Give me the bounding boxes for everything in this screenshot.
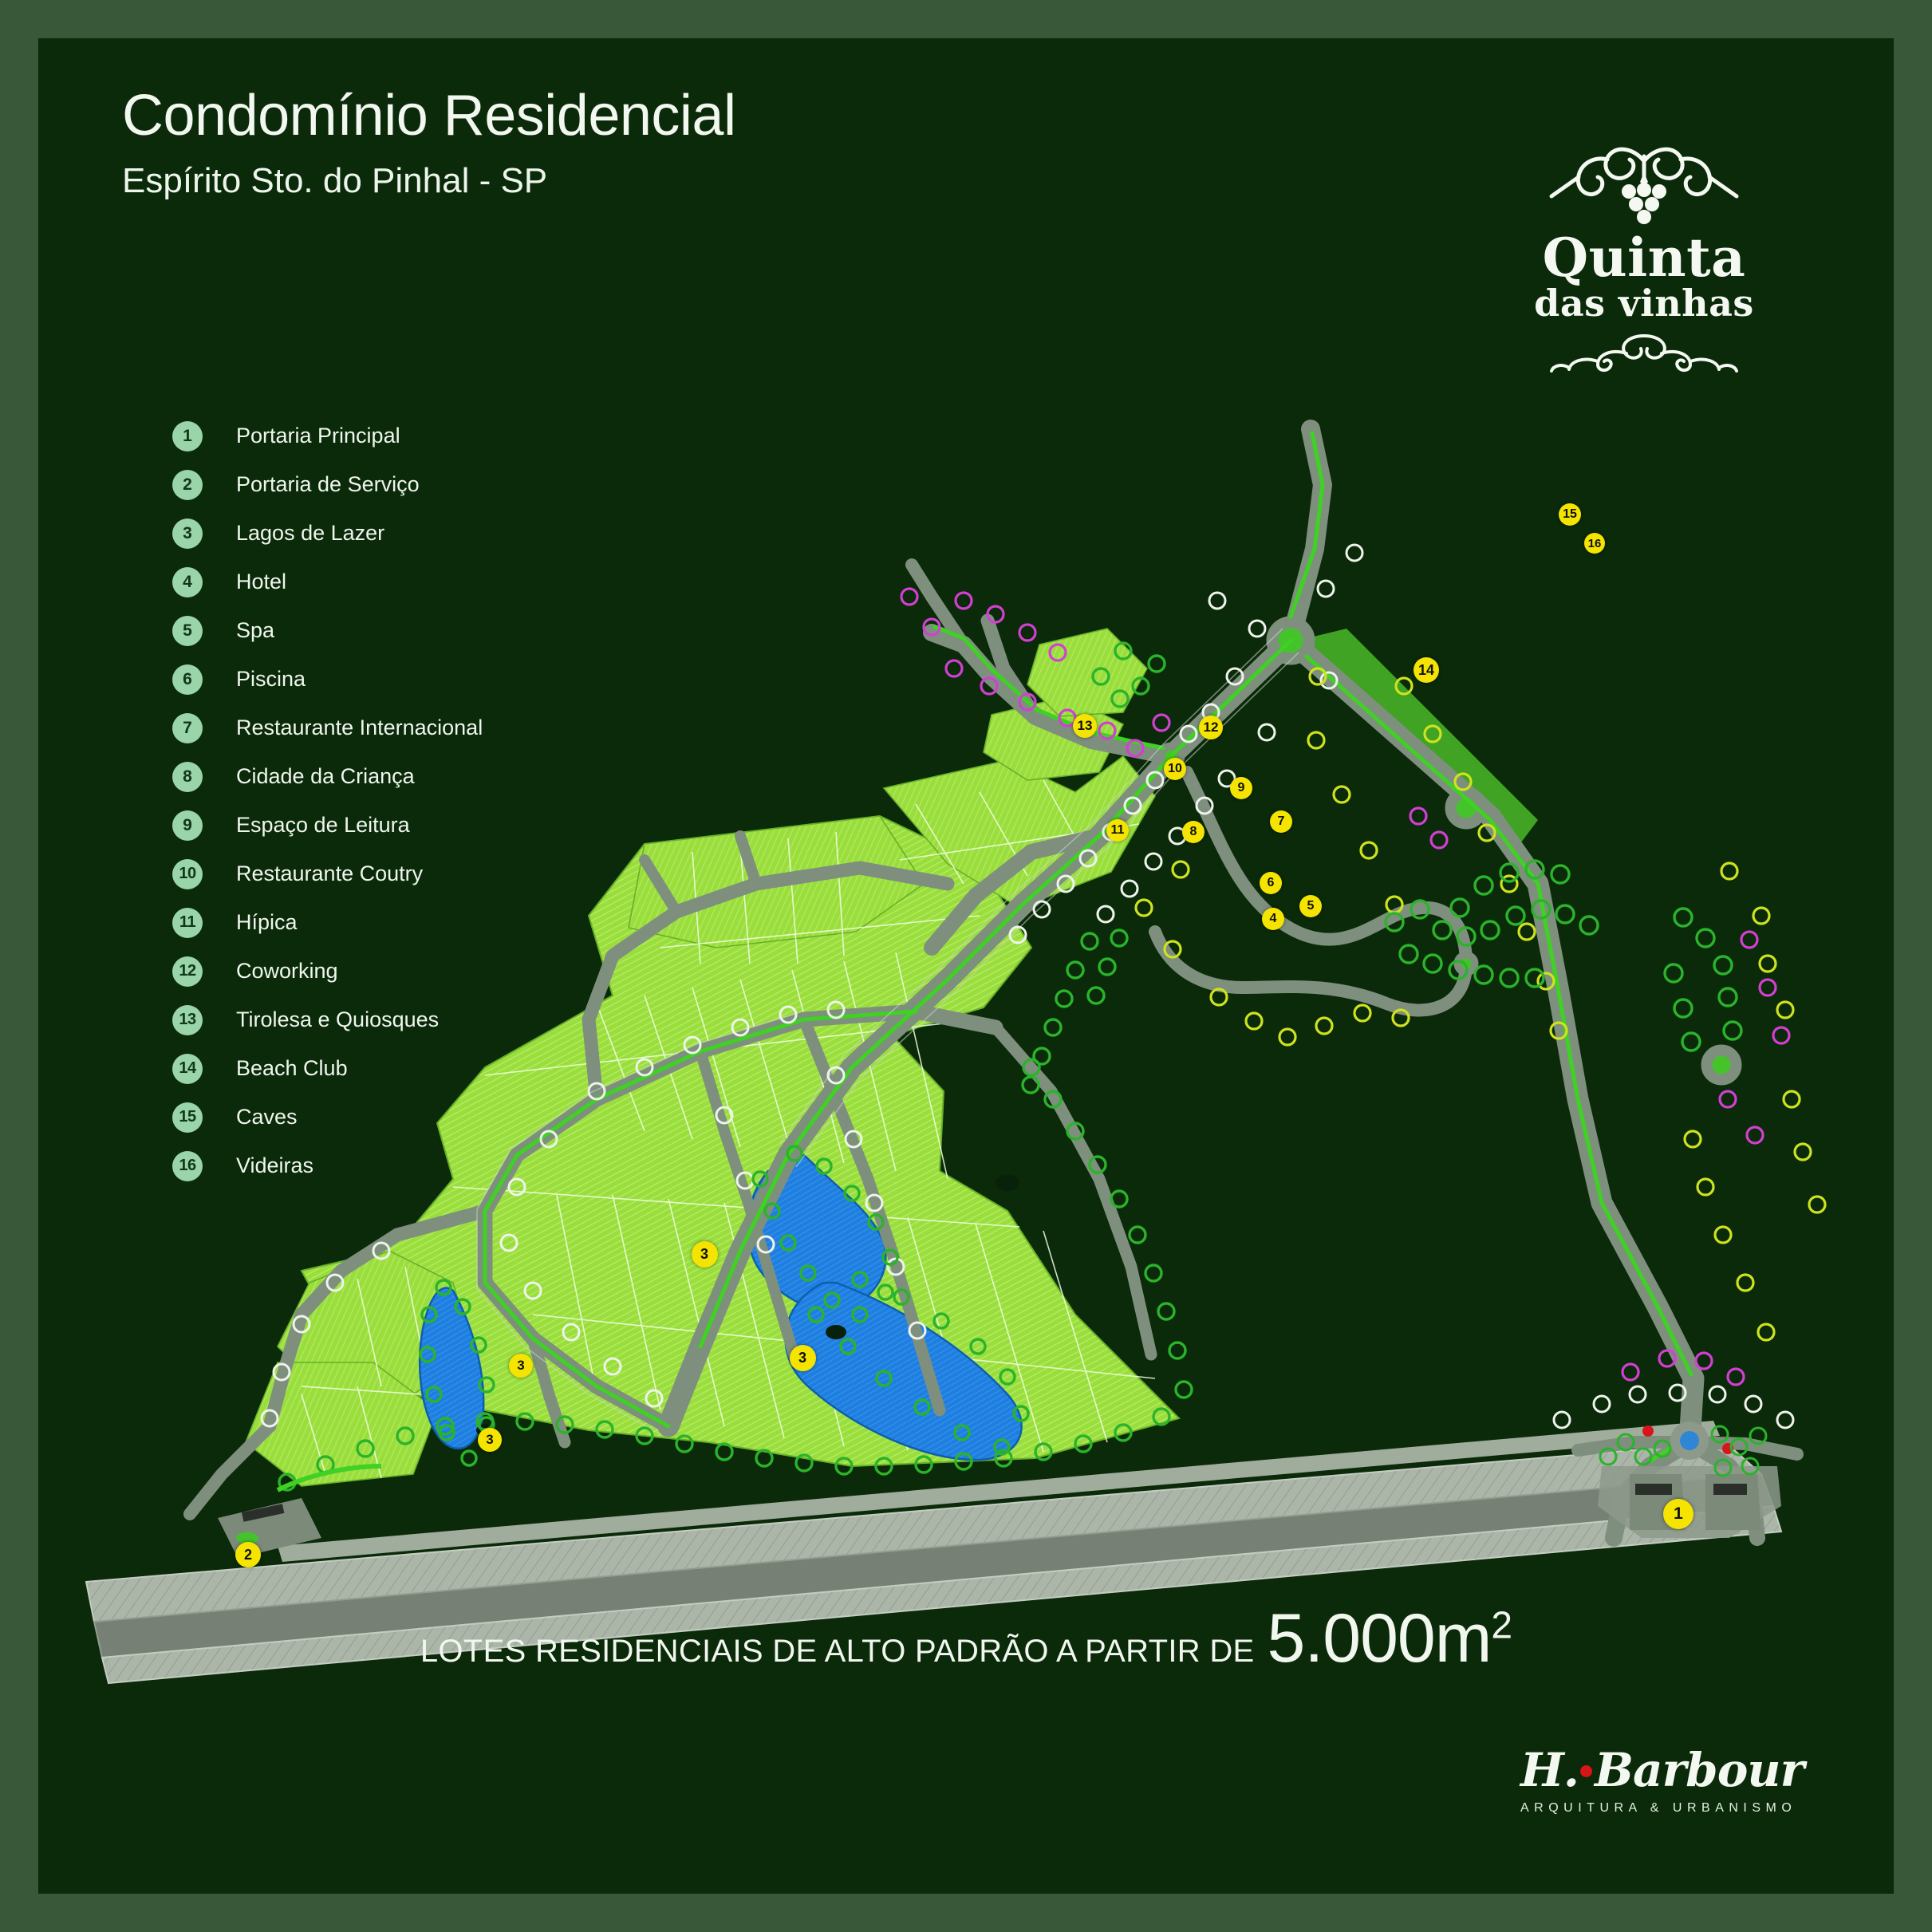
map-marker[interactable]: 1: [1663, 1499, 1693, 1529]
footer-tagline-small: LOTES RESIDENCIAIS DE ALTO PADRÃO A PART…: [420, 1634, 1255, 1669]
legend-item-number: 11: [172, 907, 203, 938]
legend-item-label: Hípica: [236, 910, 298, 934]
brand-name-line2: das vinhas: [1534, 282, 1754, 325]
map-marker[interactable]: 3: [691, 1240, 718, 1268]
map-marker[interactable]: 12: [1199, 716, 1223, 739]
legend-item-number: 1: [172, 420, 203, 451]
map-marker[interactable]: 10: [1164, 758, 1186, 780]
map-marker[interactable]: 3: [509, 1354, 533, 1378]
legend-item[interactable]: 13 Tirolesa e Quiosques: [172, 996, 483, 1044]
legend-item-label: Restaurante Internacional: [236, 716, 483, 739]
legend-item-label: Piscina: [236, 667, 306, 691]
legend-item-label: Cidade da Criança: [236, 764, 415, 788]
map-marker[interactable]: 11: [1106, 819, 1129, 842]
page-subtitle: Espírito Sto. do Pinhal - SP: [122, 160, 548, 200]
legend-item-label: Espaço de Leitura: [236, 813, 410, 837]
signature-name: H.Barbour: [1520, 1747, 1804, 1793]
map-marker[interactable]: 15: [1559, 503, 1581, 526]
brand-logo: Quinta das vinhas: [1512, 142, 1776, 373]
legend-item[interactable]: 4 Hotel: [172, 558, 483, 606]
brand-name-line1: Quinta: [1542, 227, 1746, 289]
map-marker[interactable]: 7: [1270, 810, 1292, 833]
legend-item-label: Hotel: [236, 570, 287, 593]
legend-item-number: 12: [172, 956, 203, 987]
legend-item-label: Caves: [236, 1105, 298, 1129]
map-marker[interactable]: 16: [1584, 533, 1605, 554]
legend-item-number: 14: [172, 1053, 203, 1084]
map-marker[interactable]: 3: [478, 1428, 502, 1452]
legend-item-number: 16: [172, 1150, 203, 1181]
legend-item-number: 4: [172, 566, 203, 597]
legend-item[interactable]: 8 Cidade da Criança: [172, 752, 483, 801]
map-marker[interactable]: 4: [1262, 908, 1284, 930]
legend-item[interactable]: 11 Hípica: [172, 898, 483, 947]
legend-item[interactable]: 15 Caves: [172, 1093, 483, 1141]
legend-item-label: Coworking: [236, 959, 338, 983]
map-marker[interactable]: 8: [1182, 821, 1205, 843]
legend-item-label: Spa: [236, 618, 275, 642]
architect-signature: H.Barbour ARQUITURA & URBANISMO: [1520, 1747, 1804, 1816]
signature-dot-icon: [1580, 1764, 1592, 1777]
title-block: Condomínio Residencial Espírito Sto. do …: [122, 84, 736, 201]
map-marker[interactable]: 13: [1073, 714, 1097, 738]
grape-flourish-ornament: [1549, 147, 1739, 224]
signature-surname: Barbour: [1595, 1743, 1804, 1797]
scroll-flourish-ornament: [1550, 334, 1738, 373]
legend-item[interactable]: 1 Portaria Principal: [172, 412, 483, 460]
poster-canvas: Condomínio Residencial Espírito Sto. do …: [38, 38, 1894, 1894]
legend-item[interactable]: 3 Lagos de Lazer: [172, 509, 483, 558]
map-marker[interactable]: 6: [1260, 872, 1282, 894]
map-marker[interactable]: 2: [235, 1542, 261, 1567]
legend-item-number: 10: [172, 858, 203, 889]
legend-item[interactable]: 2 Portaria de Serviço: [172, 460, 483, 509]
map-marker[interactable]: 14: [1414, 657, 1439, 683]
legend-item[interactable]: 9 Espaço de Leitura: [172, 801, 483, 850]
map-marker[interactable]: 9: [1230, 777, 1252, 799]
legend-item-label: Lagos de Lazer: [236, 521, 385, 545]
legend-item-label: Portaria Principal: [236, 424, 400, 448]
legend-item-number: 13: [172, 1004, 203, 1035]
map-marker[interactable]: 3: [789, 1344, 816, 1371]
legend-item-label: Portaria de Serviço: [236, 472, 420, 496]
legend-item-number: 3: [172, 518, 203, 549]
legend-item[interactable]: 16 Videiras: [172, 1141, 483, 1190]
footer-tagline: LOTES RESIDENCIAIS DE ALTO PADRÃO A PART…: [38, 1599, 1894, 1678]
page-title: Condomínio Residencial: [122, 84, 736, 148]
legend-item[interactable]: 10 Restaurante Coutry: [172, 850, 483, 898]
footer-tagline-area: 5.000m2: [1267, 1600, 1513, 1677]
legend-item[interactable]: 6 Piscina: [172, 655, 483, 704]
legend-item-number: 7: [172, 712, 203, 743]
legend-item[interactable]: 14 Beach Club: [172, 1044, 483, 1093]
legend-item-number: 9: [172, 810, 203, 841]
signature-subtitle: ARQUITURA & URBANISMO: [1520, 1801, 1797, 1815]
legend-item-label: Restaurante Coutry: [236, 862, 424, 885]
legend-item-label: Beach Club: [236, 1056, 348, 1080]
legend-item-label: Videiras: [236, 1153, 314, 1177]
legend-item-number: 2: [172, 469, 203, 500]
legend-item[interactable]: 5 Spa: [172, 606, 483, 655]
legend-list: 1 Portaria Principal 2 Portaria de Serviço 3…: [172, 412, 483, 1190]
legend-item[interactable]: 12 Coworking: [172, 947, 483, 996]
map-marker[interactable]: 5: [1299, 895, 1322, 917]
legend-item-number: 8: [172, 761, 203, 792]
legend-item-label: Tirolesa e Quiosques: [236, 1007, 440, 1031]
legend-item-number: 15: [172, 1102, 203, 1133]
legend-item-number: 5: [172, 615, 203, 646]
legend-item-number: 6: [172, 664, 203, 695]
signature-initial: H.: [1520, 1743, 1579, 1797]
legend-item[interactable]: 7 Restaurante Internacional: [172, 704, 483, 752]
